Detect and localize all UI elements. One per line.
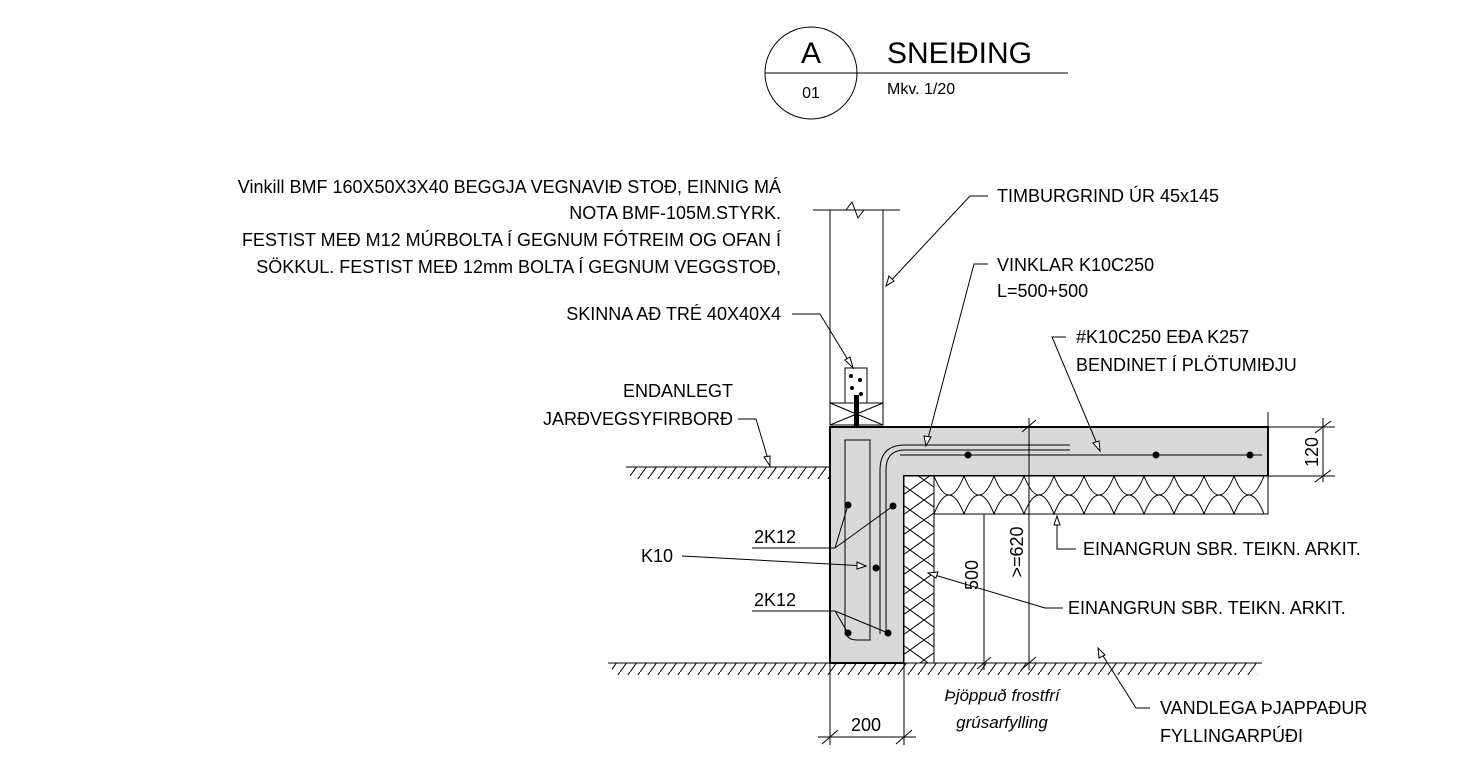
dim-500-tick-bottom: [976, 656, 992, 670]
leader-timber: [885, 195, 988, 287]
excavation-bottom-hatch: [612, 663, 1258, 675]
section-title: SNEIÐING: [887, 37, 1032, 70]
dim-200-tick-left: [821, 729, 839, 745]
leader-cushion-arrow: [1097, 646, 1106, 659]
leader-insulation-wall-arrow: [926, 571, 939, 579]
dim-slab-thickness: 120: [1302, 437, 1322, 467]
leader-cushion: [1097, 647, 1150, 709]
note-angles-line-1: VINKLAR K10C250: [997, 255, 1154, 275]
leaders: [681, 195, 1150, 709]
wall-insulation-hatch: [904, 476, 934, 663]
leader-k10: [681, 555, 867, 567]
slab-insulation-waves-2: [933, 494, 1265, 516]
leader-ground: [738, 418, 771, 467]
leader-insulation-wall: [927, 572, 1063, 609]
section-scale: Mkv. 1/20: [887, 81, 955, 98]
leader-insulation-slab: [1056, 516, 1076, 550]
note-insulation-wall: EINANGRUN SBR. TEIKN. ARKIT.: [1068, 598, 1346, 618]
dim-foundation-depth: 500: [962, 560, 982, 590]
timber-wall: [813, 200, 900, 450]
leader-mesh-arrow: [1092, 440, 1101, 453]
dim-min-depth: >=620: [1007, 526, 1027, 577]
dim-620-tick-bottom: [1021, 656, 1037, 670]
leader-angles-arrow: [923, 435, 932, 448]
dimensions: 120 200 500 >=620: [818, 418, 1335, 745]
slab-bar-1: [964, 451, 972, 459]
leader-ground-arrow: [763, 455, 771, 468]
angle-bar-outer: [879, 444, 1070, 634]
note-stirrup: K10: [641, 546, 673, 566]
bracket-nail-2: [858, 378, 862, 382]
bracket-nail-3: [850, 386, 854, 390]
note-fill-line-2: grúsarfylling: [956, 713, 1048, 732]
note-insulation-slab: EINANGRUN SBR. TEIKN. ARKIT.: [1083, 539, 1361, 559]
leader-k10-arrow: [856, 561, 868, 570]
bracket-nail-1: [849, 374, 853, 378]
leader-timber-arrow: [885, 275, 895, 288]
note-bracket-line-4: SÖKKUL. FESTIST MEÐ 12mm BOLTA Í GEGNUM …: [256, 257, 781, 277]
note-ground-line-2: JARÐVEGSYFIRBORÐ: [543, 409, 733, 429]
note-mesh-line-1: #K10C250 EÐA K257: [1076, 327, 1249, 347]
note-mesh-line-2: BENDINET Í PLÖTUMIÐJU: [1076, 355, 1297, 375]
note-cushion-line-2: FYLLINGARPÚÐI: [1160, 725, 1303, 746]
slab-bar-2: [1152, 451, 1160, 459]
leader-insulation-slab-arrow: [1053, 514, 1061, 526]
leader-mesh: [1051, 336, 1101, 452]
note-bracket-line-1: Vinkill BMF 160X50X3X40 BEGGJA VEGNAVIÐ …: [238, 177, 781, 197]
leader-2k12-bottom-1: [834, 610, 849, 634]
bracket-nail-4: [859, 392, 863, 396]
anchor-bolt: [854, 395, 859, 450]
timber-break-symbol: [845, 200, 865, 220]
angle-bar-inner: [885, 449, 1070, 630]
reinforcement: [844, 439, 1262, 641]
note-ground-line-1: ENDANLEGT: [623, 381, 733, 401]
note-rebar-top: 2K12: [754, 527, 796, 547]
dim-620-tick-top: [1021, 419, 1037, 433]
note-fill-line-1: Þjöppuð frostfrí: [944, 686, 1062, 705]
note-bracket-line-5: SKINNA AÐ TRÉ 40X40X4: [566, 304, 781, 324]
ground: [608, 466, 1262, 675]
dim-wall-width: 200: [851, 715, 881, 735]
note-cushion-line-1: VANDLEGA ÞJAPPAÐUR: [1160, 698, 1367, 718]
dim-200-tick-right: [895, 729, 913, 745]
leader-angles: [925, 263, 988, 447]
concrete: [829, 412, 1269, 664]
title-block: A 01 SNEIÐING Mkv. 1/20: [764, 26, 1068, 120]
ground-surface-hatch: [630, 467, 830, 479]
foundation-bar-mid: [872, 564, 880, 572]
labels: Vinkill BMF 160X50X3X40 BEGGJA VEGNAVIÐ …: [238, 177, 1368, 746]
note-rebar-bottom: 2K12: [754, 590, 796, 610]
leader-2k12-top-1: [834, 504, 849, 549]
leader-2k12-top-2: [834, 505, 894, 549]
sheet-number: 01: [802, 85, 820, 102]
note-timber: TIMBURGRIND ÚR 45x145: [997, 185, 1219, 206]
slab-bar-3: [1246, 451, 1254, 459]
note-angles-line-2: L=500+500: [997, 281, 1088, 301]
leader-bracket: [792, 313, 854, 369]
note-bracket-line-3: FESTIST MEÐ M12 MÚRBOLTA Í GEGNUM FÓTREI…: [242, 229, 781, 250]
leader-bracket-arrow: [844, 356, 854, 370]
note-bracket-line-2: NOTA BMF-105M.STYRK.: [569, 203, 781, 223]
leader-2k12-bottom-2: [834, 610, 889, 634]
slab-insulation: [933, 475, 1269, 515]
section-letter: A: [801, 37, 821, 70]
